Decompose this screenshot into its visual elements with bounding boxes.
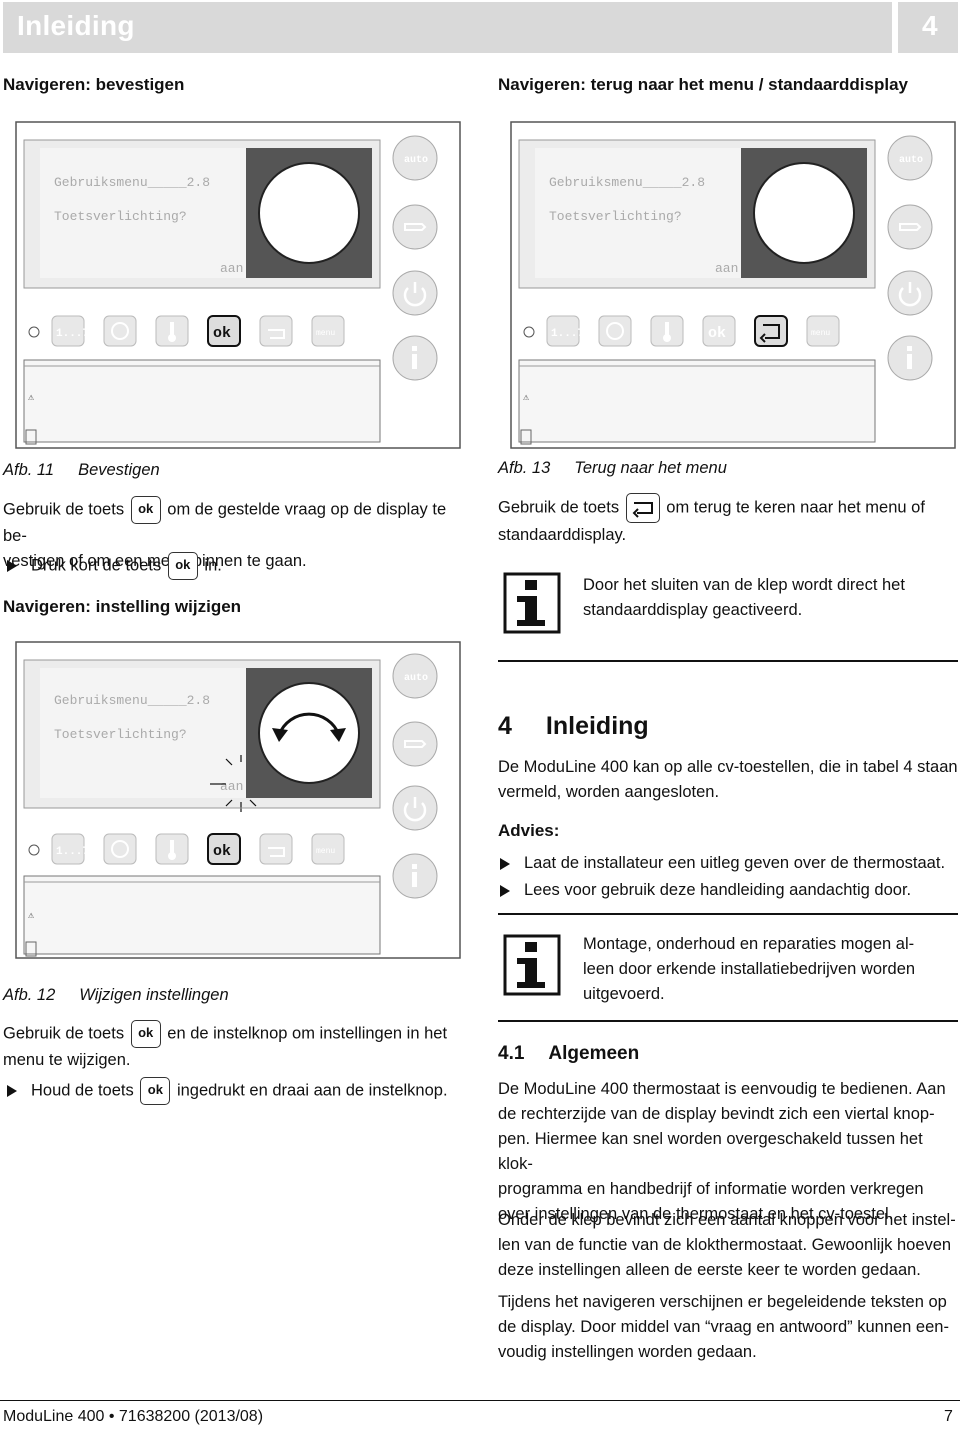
thermostat-figure-12: Gebruiksmenu_____2.8 Toetsverlichting? a… — [15, 641, 461, 959]
program-button[interactable] — [546, 315, 580, 347]
auto-button: auto — [404, 155, 428, 166]
bullet-arrow-icon — [7, 560, 17, 572]
back-button-highlighted[interactable] — [754, 315, 788, 347]
chapter-intro: De ModuLine 400 kan op alle cv-toestelle… — [498, 758, 958, 801]
advies-label: Advies: — [498, 821, 560, 840]
display-line-2: Toetsverlichting? — [54, 209, 187, 224]
program-button[interactable] — [51, 315, 85, 347]
svg-text:Toetsverlichting?: Toetsverlichting? — [549, 209, 682, 224]
ok-key-icon: ok — [167, 552, 198, 580]
display-line-3: aan — [220, 261, 243, 276]
info-icon — [503, 934, 561, 996]
side-buttons: auto — [392, 135, 438, 381]
chapter-header-bar — [3, 2, 892, 53]
svg-text:auto: auto — [899, 155, 923, 166]
ok-key-icon: ok — [130, 496, 161, 524]
section-heading-instelling: Navigeren: instelling wijzigen — [3, 597, 242, 616]
advies-bullet-2: Lees voor gebruik deze handleiding aanda… — [500, 878, 911, 903]
menu-button[interactable] — [806, 315, 840, 347]
section-heading-terug: Navigeren: terug naar het menu / standaa… — [498, 75, 909, 94]
figure-12-bullet: Houd de toets ok ingedrukt en draai aan … — [7, 1077, 448, 1105]
info-note-klep: Door het sluiten van de klep wordt direc… — [583, 576, 905, 619]
manual-button[interactable] — [392, 721, 438, 767]
auto-button[interactable] — [887, 135, 933, 181]
figure-11-text: Gebruik de toets ok om de gestelde vraag… — [3, 496, 473, 574]
setting-knob[interactable] — [258, 162, 360, 264]
setting-knob[interactable] — [753, 162, 855, 264]
footer-text: ModuLine 400 • 71638200 (2013/08) — [3, 1408, 264, 1425]
divider — [498, 913, 958, 915]
clock-button[interactable] — [103, 833, 137, 865]
svg-text:Toetsverlichting?: Toetsverlichting? — [54, 727, 187, 742]
section-4-1-paragraph-3: Tijdens het navigeren verschijnen er beg… — [498, 1293, 949, 1361]
thermostat-figure-13: Gebruiksmenu_____2.8 Toetsverlichting? a… — [510, 121, 956, 449]
manual-button[interactable] — [887, 204, 933, 250]
bullet-arrow-icon — [500, 884, 510, 897]
section-4-1-paragraph-2: Onder de klep bevindt zich een aantal kn… — [498, 1211, 956, 1279]
menu-button[interactable] — [311, 315, 345, 347]
svg-text:Gebruiksmenu_____2.8: Gebruiksmenu_____2.8 — [54, 693, 210, 708]
svg-text:1...7: 1...7 — [56, 328, 89, 340]
svg-text:⚠: ⚠ — [28, 911, 35, 922]
svg-text:ok: ok — [708, 325, 726, 342]
figure-13-text: Gebruik de toets om terug te keren naar … — [498, 493, 958, 548]
ok-button-highlighted[interactable] — [207, 315, 241, 347]
ok-button-highlighted[interactable] — [207, 833, 241, 865]
figure-11-bullet: Druk kort de toets ok in. — [7, 552, 222, 580]
info-icon — [503, 572, 561, 634]
chapter-number: 4 — [922, 10, 938, 41]
svg-text:auto: auto — [404, 673, 428, 684]
program-button[interactable] — [51, 833, 85, 865]
display-line-1: Gebruiksmenu_____2.8 — [54, 175, 210, 190]
svg-text:aan: aan — [715, 261, 738, 276]
bullet-arrow-icon — [500, 857, 510, 870]
svg-text:⚠: ⚠ — [28, 393, 35, 404]
svg-text:⚠: ⚠ — [523, 393, 530, 404]
divider — [498, 660, 958, 662]
svg-text:menu: menu — [316, 847, 335, 856]
divider — [498, 1020, 958, 1022]
svg-text:Gebruiksmenu_____2.8: Gebruiksmenu_____2.8 — [549, 175, 705, 190]
setting-knob-rotating[interactable] — [258, 682, 360, 784]
info-note-montage: Montage, onderhoud en reparaties mogen a… — [583, 935, 916, 1003]
manual-button[interactable] — [392, 204, 438, 250]
svg-text:aan: aan — [220, 779, 243, 794]
bullet-arrow-icon — [7, 1085, 17, 1097]
section-4-1-paragraph-1: De ModuLine 400 thermostaat is eenvoudig… — [498, 1080, 946, 1223]
page-number: 7 — [944, 1408, 953, 1425]
menu-button[interactable] — [311, 833, 345, 865]
svg-text:menu: menu — [811, 329, 830, 338]
footer-rule — [0, 1400, 960, 1401]
clock-button[interactable] — [598, 315, 632, 347]
thermostat-figure-11: Gebruiksmenu_____2.8 Toetsverlichting? a… — [15, 121, 461, 449]
ok-button[interactable] — [702, 315, 736, 347]
section-heading-bevestigen: Navigeren: bevestigen — [3, 75, 185, 94]
svg-text:1...7: 1...7 — [551, 328, 584, 340]
chapter-header-title: Inleiding — [17, 10, 135, 41]
svg-text:menu: menu — [316, 329, 335, 338]
ok-key-icon: ok — [130, 1020, 161, 1048]
svg-text:ok: ok — [213, 325, 231, 342]
figure-12-text: Gebruik de toets ok en de instelknop om … — [3, 1020, 473, 1073]
auto-button[interactable] — [392, 653, 438, 699]
chapter-number-box — [898, 2, 958, 53]
back-key-icon — [625, 493, 660, 523]
advies-bullet-1: Laat de installateur een uitleg geven ov… — [500, 851, 945, 876]
svg-text:1...7: 1...7 — [56, 846, 89, 858]
svg-text:ok: ok — [213, 843, 231, 860]
ok-key-icon: ok — [140, 1077, 171, 1105]
clock-button[interactable] — [103, 315, 137, 347]
